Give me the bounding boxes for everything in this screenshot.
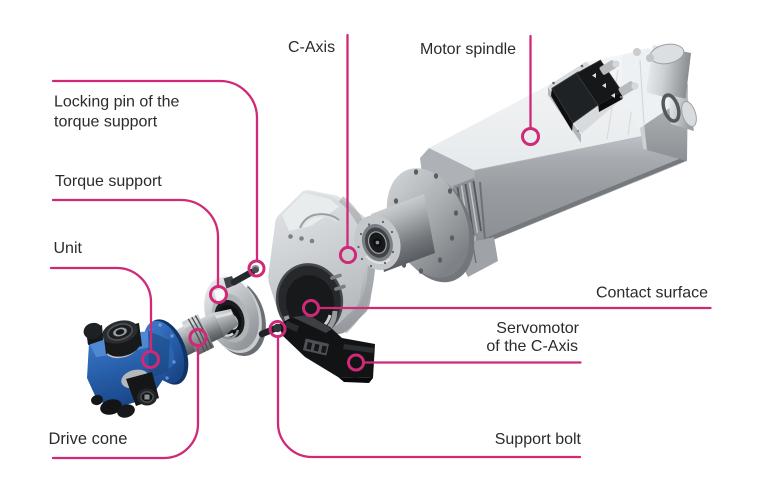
svg-text:Drive cone: Drive cone	[49, 430, 128, 448]
svg-text:torque support: torque support	[54, 114, 158, 131]
svg-text:Locking pin of the: Locking pin of the	[54, 94, 180, 111]
svg-text:Servomotor: Servomotor	[496, 320, 579, 337]
svg-text:Contact surface: Contact surface	[596, 285, 708, 302]
svg-text:Motor spindle: Motor spindle	[420, 41, 516, 58]
svg-text:Unit: Unit	[54, 240, 83, 257]
svg-text:C-Axis: C-Axis	[288, 39, 335, 56]
svg-text:of the C-Axis: of the C-Axis	[486, 338, 578, 355]
svg-text:Support bolt: Support bolt	[495, 431, 582, 448]
svg-text:Torque support: Torque support	[55, 173, 162, 190]
